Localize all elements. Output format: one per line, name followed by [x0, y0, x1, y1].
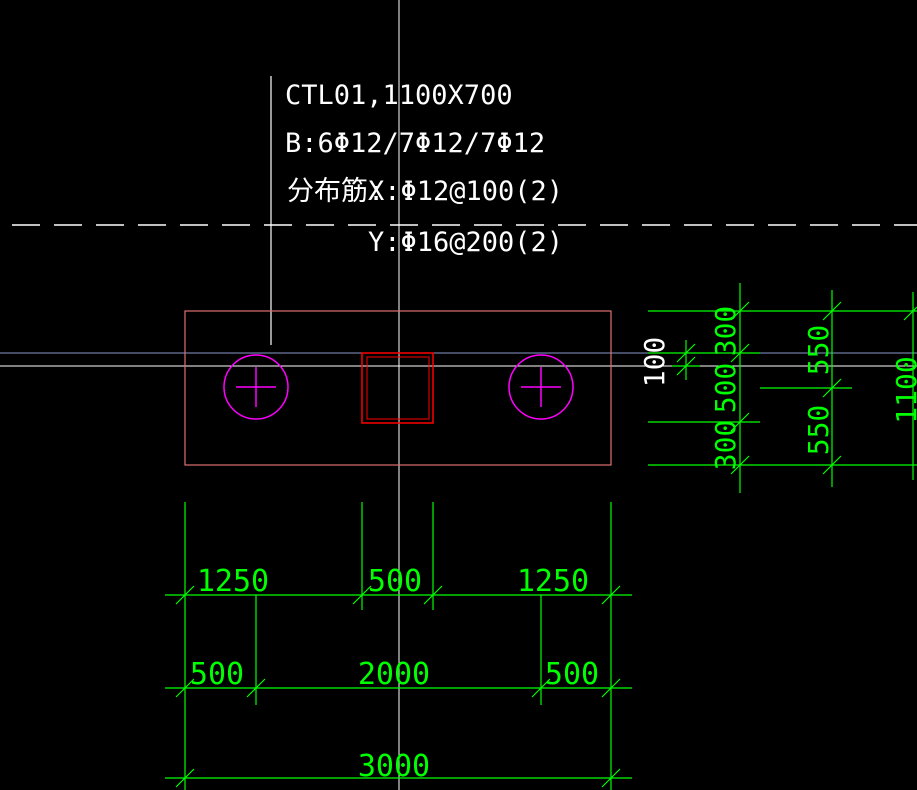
annotation-block: CTL01,1100X700 B:6Φ12/7Φ12/7Φ12 分布筋: X:Φ… — [285, 80, 563, 258]
tick — [822, 378, 842, 398]
annotation-line-3-label: 分布筋: — [287, 176, 384, 207]
pile-right-circle — [508, 354, 574, 420]
bottom-dimensions — [165, 502, 632, 790]
dim-v-mid-text: 550 — [802, 405, 835, 456]
dim-row1-text: 500 — [368, 564, 422, 599]
dim-row2-text: 500 — [190, 657, 244, 692]
annotation-line-2: B:6Φ12/7Φ12/7Φ12 — [285, 128, 545, 159]
tick — [903, 306, 917, 321]
bottom-dimension-texts: 1250 500 1250 500 2000 500 3000 — [190, 564, 599, 784]
dim-v-left-text: 300 — [709, 420, 742, 471]
dim-row3-text: 3000 — [358, 749, 430, 784]
pile-left-circle — [223, 354, 289, 420]
annotation-line-4-value: Y:Φ16@200(2) — [368, 227, 563, 258]
dim-v-left-text: 300 — [709, 306, 742, 357]
tick — [601, 585, 621, 605]
column-inner — [366, 356, 430, 420]
dim-v-right-text: 1100 — [890, 356, 917, 423]
tick — [676, 356, 696, 376]
tick — [352, 585, 372, 605]
annotation-line-3-value: X:Φ12@100(2) — [368, 176, 563, 207]
tick — [175, 678, 195, 698]
tick — [423, 585, 443, 605]
right-dimensions — [648, 283, 917, 493]
pile-left — [223, 354, 289, 420]
tick — [730, 301, 750, 321]
tick — [822, 455, 842, 475]
right-dimension-texts: 300 500 300 100 550 550 1100 — [638, 306, 917, 471]
tick — [822, 301, 842, 321]
tick — [601, 678, 621, 698]
tick — [246, 678, 266, 698]
dim-row2-text: 500 — [545, 657, 599, 692]
tick — [730, 455, 750, 475]
annotation-line-1: CTL01,1100X700 — [285, 80, 513, 111]
column — [361, 352, 434, 424]
tick — [676, 343, 696, 363]
tick — [601, 768, 621, 788]
dim-v-mid-text: 550 — [802, 325, 835, 376]
tick — [531, 678, 551, 698]
tick — [730, 343, 750, 363]
tick — [175, 768, 195, 788]
pile-right — [508, 354, 574, 420]
dim-row1-text: 1250 — [517, 564, 589, 599]
dim-row2-text: 2000 — [358, 657, 430, 692]
dim-v-left-text: 500 — [709, 363, 742, 414]
tick — [175, 585, 195, 605]
tick — [730, 412, 750, 432]
pile-cap-outline — [184, 310, 612, 466]
column-outer — [361, 352, 434, 424]
dim-row1-text: 1250 — [197, 564, 269, 599]
dim-v-offset-text: 100 — [638, 337, 671, 388]
